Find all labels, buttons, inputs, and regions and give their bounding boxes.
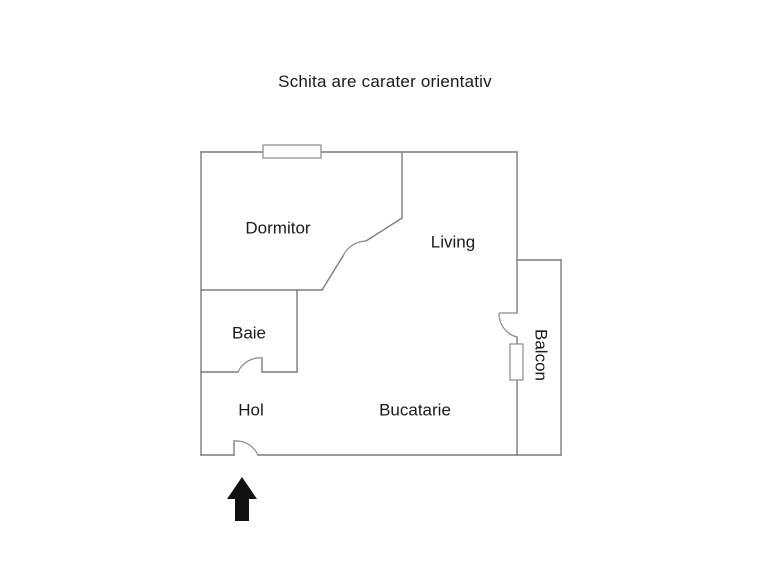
balcony-door-arc: [498, 312, 518, 338]
entrance-door-arc: [233, 440, 259, 456]
room-label-hol: Hol: [238, 400, 264, 419]
interior-walls: [200, 151, 403, 373]
room-label-dormitor: Dormitor: [245, 218, 311, 237]
baie-door-arc: [237, 357, 263, 373]
dormitor-window: [262, 144, 322, 159]
room-label-baie: Baie: [232, 323, 266, 342]
balcony-walls: [516, 259, 562, 456]
room-label-balcon: Balcon: [532, 329, 551, 381]
wall-dormitor-living-diagonal-upper: [365, 217, 403, 242]
room-label-bucatarie: Bucatarie: [379, 400, 451, 419]
page-title: Schita are carater orientativ: [278, 72, 492, 91]
entrance-arrow-icon: [227, 477, 257, 521]
door-swings: [233, 240, 518, 456]
windows: [262, 144, 524, 381]
dormitor-door-arc: [342, 240, 367, 257]
entrance-arrow-up-icon: [227, 477, 257, 521]
room-labels: Dormitor Living Baie Hol Bucatarie Balco…: [232, 218, 551, 419]
room-label-living: Living: [431, 232, 475, 251]
wall-dormitor-living-diagonal-lower: [321, 255, 344, 291]
balcony-window: [509, 343, 524, 381]
